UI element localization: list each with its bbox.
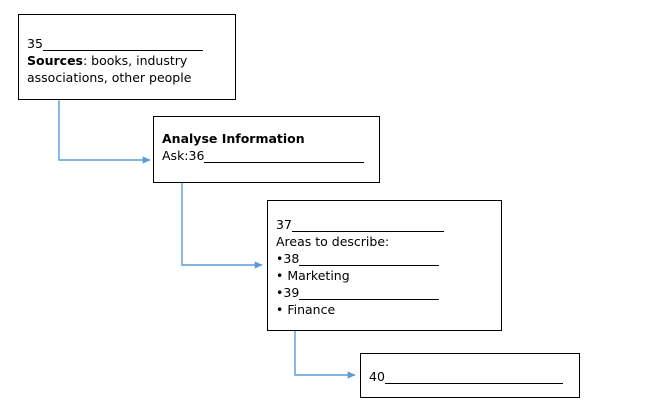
node-final[interactable]: 40 xyxy=(360,353,580,398)
blank-field-40[interactable]: 40 xyxy=(369,368,575,385)
blank-label-35: 35 xyxy=(27,36,43,51)
blank-rule-38 xyxy=(299,253,440,266)
blank-field-38[interactable]: •38 xyxy=(276,250,497,267)
node-areas[interactable]: 37 Areas to describe: •38 • Marketing •3… xyxy=(267,200,502,331)
blank-field-39[interactable]: •39 xyxy=(276,284,497,301)
blank-rule-37 xyxy=(291,219,444,232)
blank-label-39: •39 xyxy=(276,285,300,300)
sources-line-2: associations, other people xyxy=(27,70,192,85)
blank-field-35[interactable]: 35 xyxy=(27,35,231,52)
areas-heading: Areas to describe: xyxy=(276,234,390,249)
blank-rule-40 xyxy=(384,371,563,384)
blank-rule-36 xyxy=(204,150,365,163)
connector-areas-to-final xyxy=(294,331,356,379)
bullet-finance: • Finance xyxy=(276,302,336,317)
sources-rest: : books, industry xyxy=(82,53,188,68)
node-sources[interactable]: 35 Sources: books, industry associations… xyxy=(18,14,236,100)
blank-rule-35 xyxy=(42,38,203,51)
bullet-marketing: • Marketing xyxy=(276,268,350,283)
blank-label-40: 40 xyxy=(369,369,385,384)
connector-analyse-to-areas xyxy=(181,183,263,269)
blank-rule-39 xyxy=(299,287,440,300)
node-analyse-title: Analyse Information xyxy=(162,131,305,146)
node-analyse[interactable]: Analyse Information Ask:36 xyxy=(153,116,380,183)
connector-sources-to-analyse xyxy=(58,99,151,164)
blank-label-36: Ask:36 xyxy=(162,148,205,163)
sources-label: Sources xyxy=(27,53,83,68)
blank-field-36[interactable]: Ask:36 xyxy=(162,147,375,164)
blank-label-37: 37 xyxy=(276,217,292,232)
sources-line-1: Sources: books, industry xyxy=(27,52,231,69)
blank-label-38: •38 xyxy=(276,251,300,266)
blank-field-37[interactable]: 37 xyxy=(276,216,497,233)
